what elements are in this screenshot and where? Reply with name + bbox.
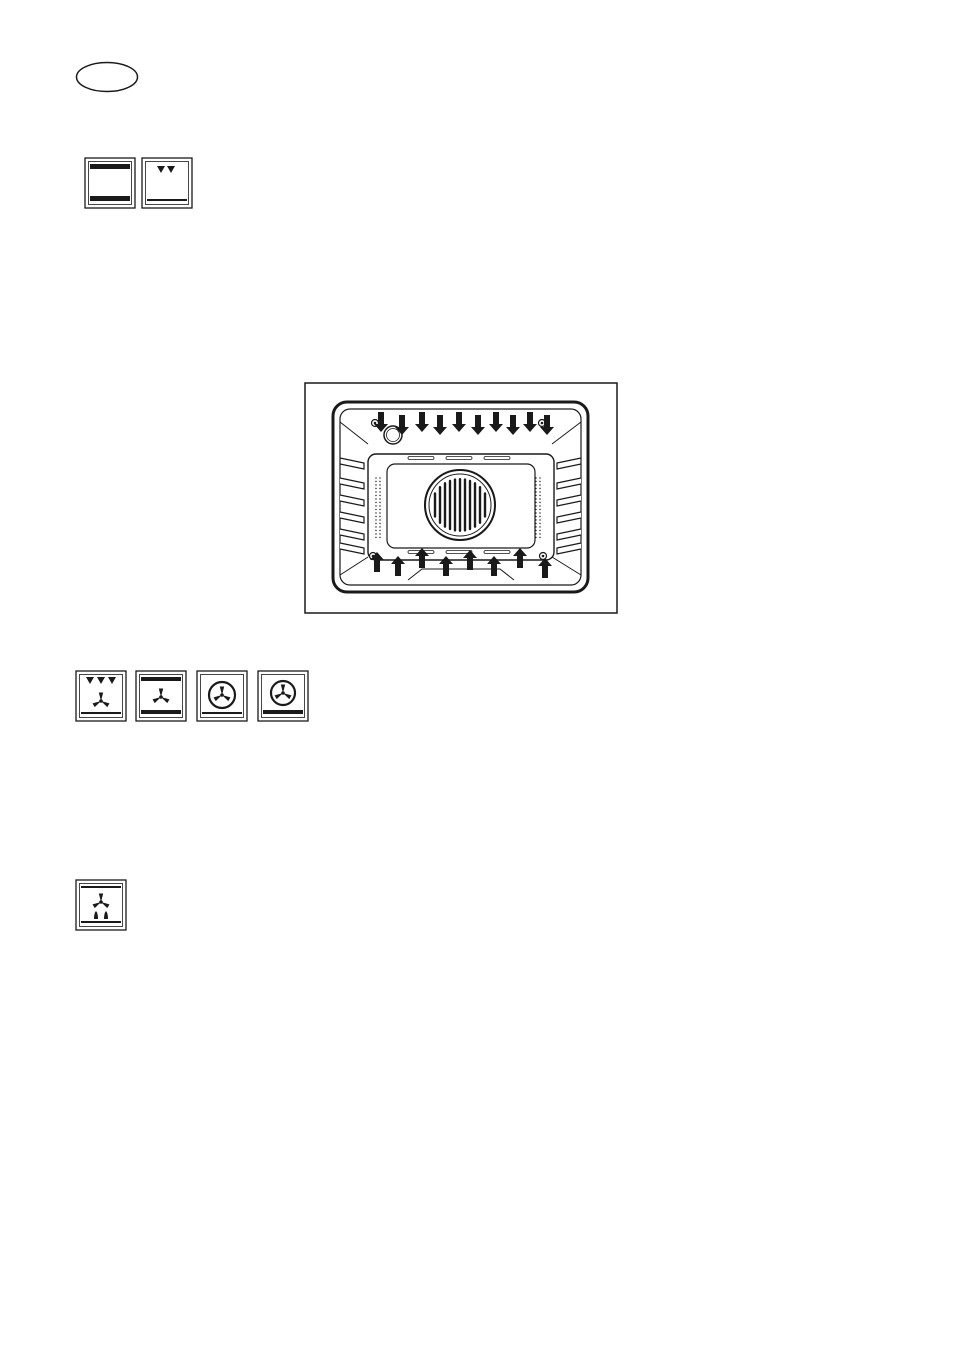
perforation-dot — [379, 516, 380, 517]
grille-bar — [434, 492, 436, 517]
perforation-dot — [375, 488, 376, 489]
top-bottom-heat-icon — [85, 158, 135, 208]
perforation-dot — [379, 537, 380, 538]
perforation-dot — [539, 537, 540, 538]
perforation-dot — [375, 509, 376, 510]
perforation-dot — [375, 495, 376, 496]
grille-bar — [484, 492, 486, 517]
perforation-dot — [535, 512, 536, 513]
perforation-dot — [379, 519, 380, 520]
defrost-icon — [76, 880, 126, 930]
perforation-dot — [379, 481, 380, 482]
perforation-dot — [539, 509, 540, 510]
perforation-dot — [535, 516, 536, 517]
perforation-dot — [379, 512, 380, 513]
perforation-dot — [535, 519, 536, 520]
perforation-dot — [375, 502, 376, 503]
perforation-dot — [375, 477, 376, 478]
perforation-dot — [535, 477, 536, 478]
perforation-dot — [539, 533, 540, 534]
perforation-dot — [535, 481, 536, 482]
perforation-dot — [539, 523, 540, 524]
perforation-dot — [375, 484, 376, 485]
perforation-dot — [375, 530, 376, 531]
perforation-dot — [379, 526, 380, 527]
perforation-dot — [535, 523, 536, 524]
perforation-dot — [535, 495, 536, 496]
perforation-dot — [539, 526, 540, 527]
perforation-dot — [379, 530, 380, 531]
perforation-dot — [379, 509, 380, 510]
fan-ring-bottom-heat-icon — [258, 671, 308, 721]
grille-bar — [459, 478, 461, 532]
perforation-dot — [535, 488, 536, 489]
grille-bar — [474, 482, 476, 528]
perforation-dot — [375, 498, 376, 499]
fan-ring-heat-icon — [197, 671, 247, 721]
perforation-dot — [375, 523, 376, 524]
perforation-dot — [539, 502, 540, 503]
fan-grille — [425, 470, 495, 540]
perforation-dot — [535, 537, 536, 538]
perforation-dot — [375, 533, 376, 534]
perforation-dot — [539, 481, 540, 482]
grille-bar — [439, 486, 441, 524]
perforation-dot — [539, 530, 540, 531]
perforation-dot — [535, 509, 536, 510]
perforation-dot — [375, 505, 376, 506]
grille-bar — [449, 480, 451, 530]
grille-bar — [479, 486, 481, 524]
perforation-dot — [539, 488, 540, 489]
perforation-dot — [375, 526, 376, 527]
perforation-dot — [535, 498, 536, 499]
perforation-dot — [539, 495, 540, 496]
grille-bar — [464, 478, 466, 531]
perforation-dot — [379, 498, 380, 499]
perforation-dot — [375, 519, 376, 520]
perforation-dot — [379, 488, 380, 489]
perforation-dot — [539, 519, 540, 520]
perforation-dot — [535, 526, 536, 527]
perforation-dot — [535, 491, 536, 492]
perforation-dot — [539, 491, 540, 492]
fan-top-bottom-heat-icon — [136, 671, 186, 721]
perforation-dot — [539, 477, 540, 478]
grill-icon — [142, 158, 192, 208]
perforation-dot — [539, 484, 540, 485]
perforation-dot — [539, 498, 540, 499]
defrost-symbols — [75, 879, 131, 933]
perforation-dot — [535, 502, 536, 503]
grille-bar — [444, 482, 446, 528]
perforation-dot — [379, 477, 380, 478]
perforation-dot — [379, 502, 380, 503]
language-badge — [75, 61, 139, 93]
oven-airflow-diagram — [304, 382, 620, 618]
perforation-dot — [375, 512, 376, 513]
perforation-dot — [535, 505, 536, 506]
perforation-dot — [539, 516, 540, 517]
conventional-cooking-symbols — [84, 157, 194, 211]
perforation-dot — [375, 481, 376, 482]
perforation-dot — [535, 484, 536, 485]
perforation-dot — [375, 491, 376, 492]
perforation-dot — [535, 533, 536, 534]
grille-bar — [454, 478, 456, 531]
grille-bar — [469, 480, 471, 530]
perforation-dot — [379, 495, 380, 496]
perforation-dot — [379, 505, 380, 506]
perforation-dot — [379, 491, 380, 492]
perforation-dot — [539, 512, 540, 513]
perforation-dot — [375, 537, 376, 538]
perforation-dot — [379, 533, 380, 534]
fan-grill-icon — [76, 671, 126, 721]
perforation-dot — [535, 530, 536, 531]
perforation-dot — [379, 523, 380, 524]
perforation-dot — [379, 484, 380, 485]
perforation-dot — [375, 516, 376, 517]
fan-function-symbols — [75, 670, 311, 724]
perforation-dot — [539, 505, 540, 506]
